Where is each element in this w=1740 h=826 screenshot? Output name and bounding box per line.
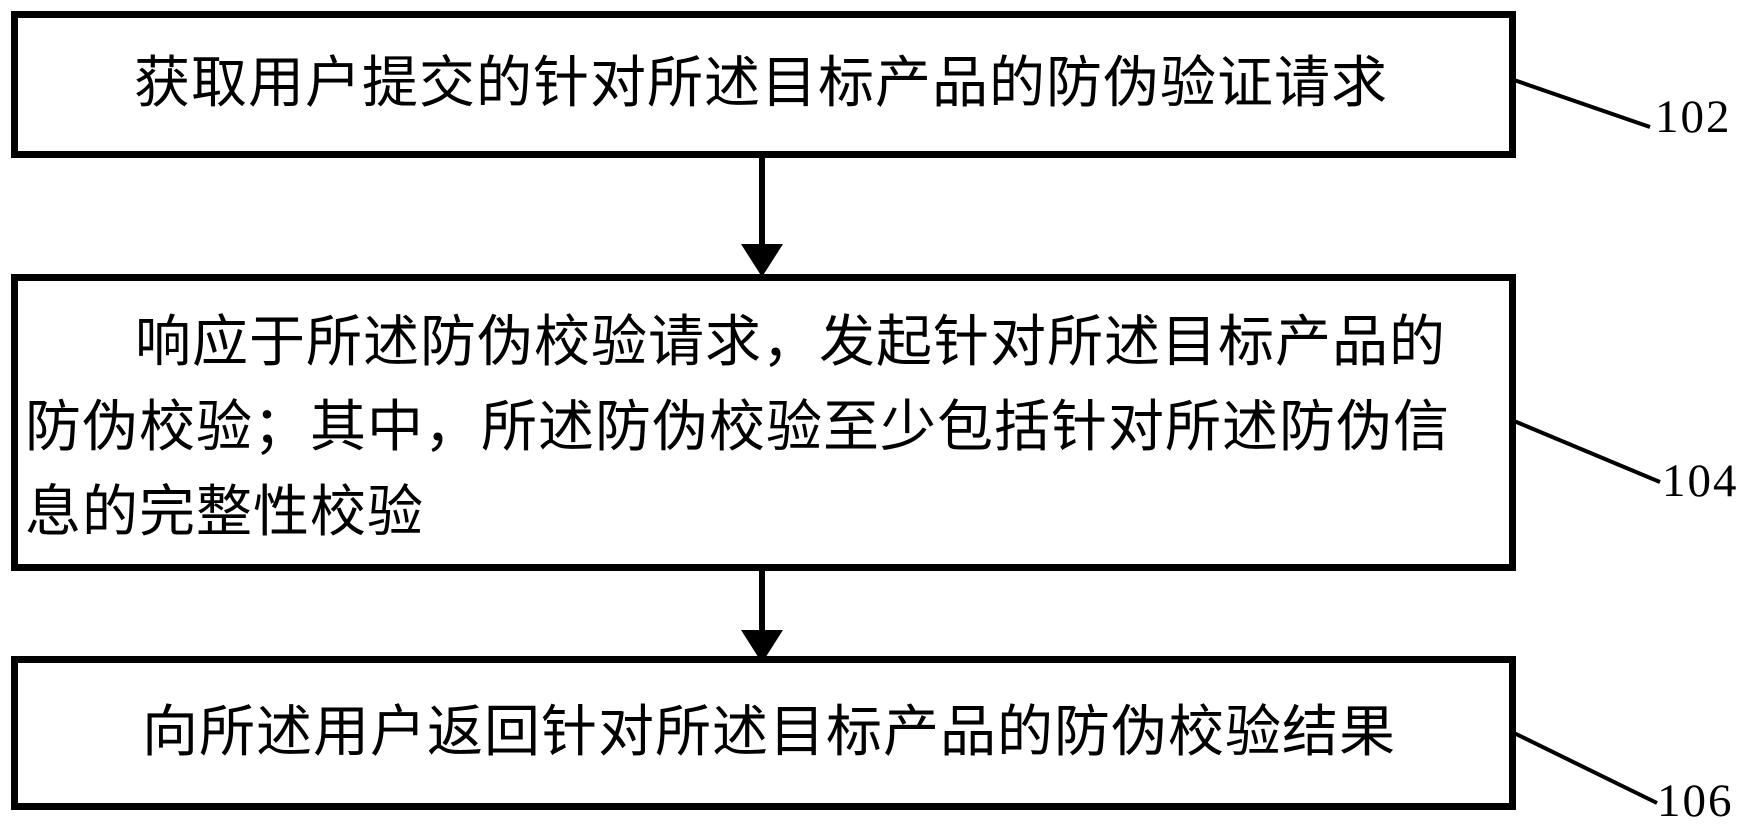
process-box-step2-line2: 防伪校验；其中，所述防伪校验至少包括针对所述防伪信 bbox=[25, 397, 1450, 459]
process-box-step3-text: 向所述用户返回针对所述目标产品的防伪校验结果 bbox=[142, 701, 1396, 764]
process-box-step1: 获取用户提交的针对所述目标产品的防伪验证请求 bbox=[11, 11, 1516, 158]
arrow-down-icon bbox=[741, 244, 783, 277]
arrow-stem bbox=[759, 158, 765, 248]
process-box-step2: 响应于所述防伪校验请求，发起针对所述目标产品的 防伪校验；其中，所述防伪校验至少… bbox=[11, 274, 1516, 571]
ref-label-106: 106 bbox=[1657, 775, 1734, 826]
process-box-step2-line3: 息的完整性校验 bbox=[25, 482, 424, 544]
process-box-step1-text: 获取用户提交的针对所述目标产品的防伪验证请求 bbox=[134, 53, 1388, 115]
process-box-step3: 向所述用户返回针对所述目标产品的防伪校验结果 bbox=[11, 656, 1516, 810]
ref-label-102: 102 bbox=[1655, 91, 1732, 143]
leader-line-102 bbox=[1513, 78, 1651, 129]
ref-label-104: 104 bbox=[1662, 455, 1739, 507]
leader-line-106 bbox=[1513, 731, 1658, 805]
process-box-step2-line1: 响应于所述防伪校验请求，发起针对所述目标产品的 bbox=[135, 312, 1446, 374]
leader-line-104 bbox=[1513, 419, 1661, 484]
arrow-stem bbox=[759, 569, 765, 633]
